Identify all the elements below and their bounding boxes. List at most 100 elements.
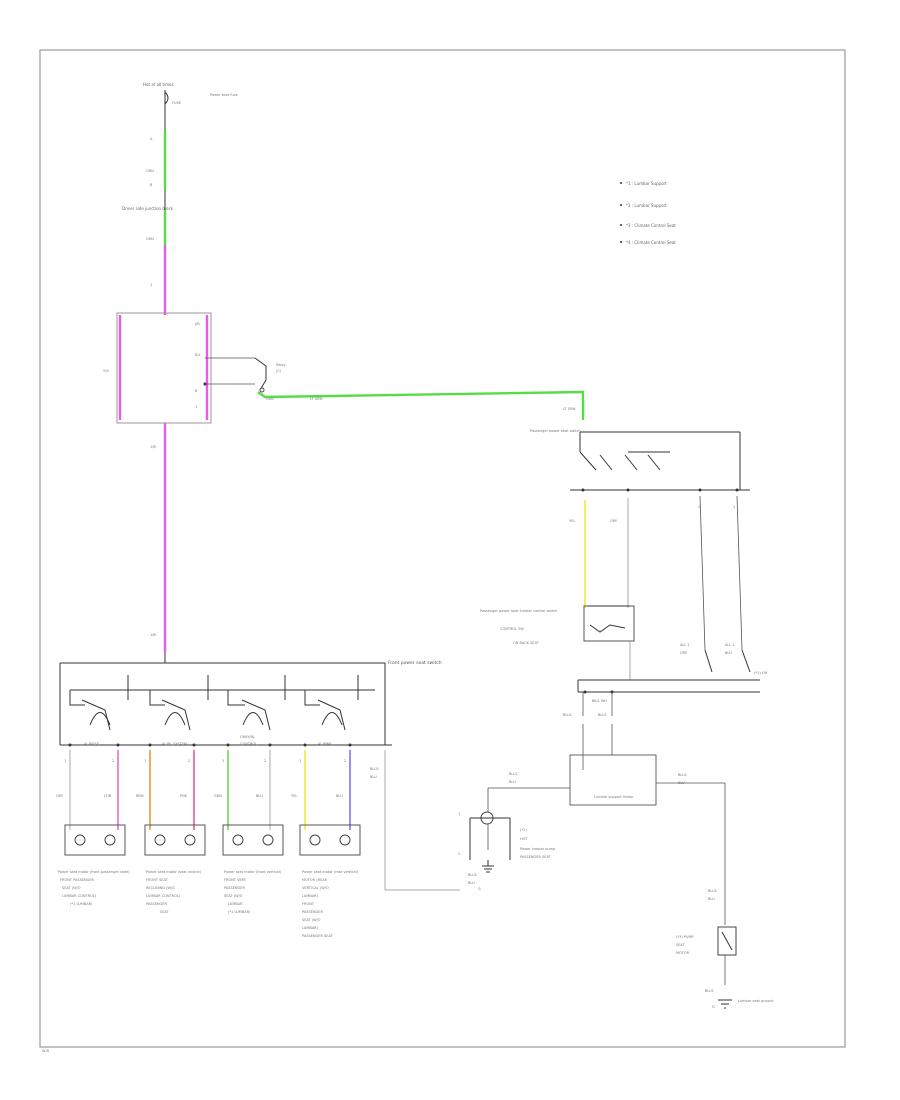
svg-text:GRY: GRY <box>680 651 688 655</box>
svg-text:PASSENGER: PASSENGER <box>146 902 167 906</box>
relay: Relay (C) GRN LT GRN <box>254 357 323 401</box>
svg-text:BLU1: BLU1 <box>468 873 477 877</box>
page-code: W/D <box>42 1049 50 1053</box>
svg-text:BLU: BLU <box>509 780 516 784</box>
svg-text:2: 2 <box>698 505 700 509</box>
legend: *1 : Lumbar Support *2 : Lumbar Support … <box>620 181 676 245</box>
svg-text:BLU1: BLU1 <box>563 713 572 717</box>
diagram-frame <box>39 49 846 1048</box>
svg-text:(*3) PUMP: (*3) PUMP <box>676 935 694 939</box>
svg-text:SEAT: SEAT <box>160 910 170 914</box>
svg-text:GRAY/BL: GRAY/BL <box>240 735 255 739</box>
svg-text:GRN: GRN <box>146 169 154 173</box>
svg-text:J/B: J/B <box>194 322 200 326</box>
svg-text:PASSENGER: PASSENGER <box>224 886 245 890</box>
svg-text:GRY: GRY <box>56 794 64 798</box>
svg-text:1: 1 <box>195 405 197 409</box>
ground-note: Lumbar seat ground <box>738 999 773 1003</box>
svg-text:ON BACK SEAT: ON BACK SEAT <box>513 641 540 645</box>
svg-text:1: 1 <box>222 759 224 763</box>
svg-text:1: 1 <box>150 283 152 287</box>
svg-text:BLU1: BLU1 <box>705 989 714 993</box>
lead-labels: GRY LT/B BRN PNK GRN BLU YEL BLU 1 2 1 2… <box>56 759 346 798</box>
svg-text:BLU: BLU <box>708 897 715 901</box>
svg-text:2: 2 <box>112 759 114 763</box>
svg-text:BLU1: BLU1 <box>509 772 518 776</box>
svg-text:PASSENGER SEAT: PASSENGER SEAT <box>302 934 334 938</box>
svg-text:2: 2 <box>188 759 190 763</box>
svg-text:(C): (C) <box>276 369 282 373</box>
svg-text:LT GRN: LT GRN <box>563 407 576 411</box>
svg-text:1/B: 1/B <box>150 445 156 449</box>
legend-item-2: *2 : Lumbar Support <box>626 203 667 208</box>
svg-text:PASSENGER: PASSENGER <box>302 910 323 914</box>
svg-text:(*2): (*2) <box>520 828 527 832</box>
svg-text:1: 1 <box>64 759 66 763</box>
svg-text:ALL 1: ALL 1 <box>680 643 690 647</box>
svg-text:BLU: BLU <box>336 794 343 798</box>
svg-text:B: B <box>195 389 198 393</box>
svg-text:BRN: BRN <box>136 794 144 798</box>
svg-text:VERTICAL (W/O: VERTICAL (W/O <box>302 886 329 890</box>
svg-text:2: 2 <box>458 852 460 856</box>
svg-text:Lumbar support motor: Lumbar support motor <box>594 795 634 799</box>
svg-text:YEL: YEL <box>569 519 575 523</box>
svg-text:LT GRN: LT GRN <box>310 397 323 401</box>
svg-text:AL/BL SYSTEM: AL/BL SYSTEM <box>162 742 187 746</box>
svg-text:PNK: PNK <box>180 794 188 798</box>
motor-1: Power seat motor (front passenger slide)… <box>58 824 130 906</box>
motor-4-label: Power seat motor (rear vertical) <box>302 870 359 874</box>
svg-text:FRONT: FRONT <box>302 902 315 906</box>
svg-text:GRN: GRN <box>146 237 154 241</box>
svg-text:LUMBAR CONTROL): LUMBAR CONTROL) <box>62 894 97 898</box>
lumbar-motor: Lumbar support motor BLU1 BLU BLU1 BLU <box>487 724 726 925</box>
legend-item-4: *4 : Climate Control Seat <box>626 240 676 245</box>
top-fuse-note: Power seat fuse <box>210 93 238 97</box>
svg-text:(*1) Off: (*1) Off <box>754 671 768 675</box>
pass-switch-label: Passenger power seat lumbar control swit… <box>480 609 558 613</box>
svg-text:BLU: BLU <box>256 794 263 798</box>
lumbar-pump: 1 2 (*2) HOT Power lumbar pump PASSENGER… <box>458 811 556 885</box>
svg-text:YEL: YEL <box>291 794 297 798</box>
lumbar-relay: ALL 1 ALL 1 GRY BLU (*1) Off BK/L WH BLU… <box>563 643 768 717</box>
svg-text:AL/ROSE: AL/ROSE <box>84 742 99 746</box>
left-ground: G <box>478 860 494 891</box>
svg-text:LUMBAR): LUMBAR) <box>302 894 319 898</box>
svg-text:1: 1 <box>299 759 301 763</box>
top-fuse-label: Hot at all times <box>143 82 174 87</box>
svg-text:BLU: BLU <box>370 775 377 779</box>
svg-text:BLU1: BLU1 <box>598 713 607 717</box>
svg-text:GRN: GRN <box>214 794 222 798</box>
motor-3-label: Power seat motor (front vertical) <box>224 870 282 874</box>
svg-text:B/L: B/L <box>195 353 201 357</box>
svg-text:1: 1 <box>144 759 146 763</box>
svg-text:(*1 LUMBAR): (*1 LUMBAR) <box>70 902 93 906</box>
front-switch: Front power seat switch AL/ROSE AL/BL SY… <box>59 652 442 747</box>
svg-text:HOT: HOT <box>520 837 528 841</box>
svg-text:LUMBAR): LUMBAR) <box>302 926 319 930</box>
svg-text:2: 2 <box>344 759 346 763</box>
svg-text:SEAT (W/O: SEAT (W/O <box>302 918 321 922</box>
motor-3: Power seat motor (front vertical) FRONT … <box>222 824 284 914</box>
wire-green-long <box>257 390 585 420</box>
svg-text:BLU: BLU <box>468 881 475 885</box>
svg-text:GRN: GRN <box>266 397 274 401</box>
svg-text:1: 1 <box>733 505 735 509</box>
legend-item-1: *1 : Lumbar Support <box>626 181 667 186</box>
svg-text:MOTOR (REAR: MOTOR (REAR <box>302 878 328 882</box>
junction-label: Driver side junction block <box>122 206 174 211</box>
motor-2-label: Power seat motor (seat recline) <box>146 870 202 874</box>
svg-text:(*1 LUMBAR): (*1 LUMBAR) <box>228 910 251 914</box>
svg-text:A: A <box>150 137 153 141</box>
svg-text:BLU1: BLU1 <box>708 889 717 893</box>
svg-text:1: 1 <box>458 812 460 816</box>
ground-1-label: G <box>712 1005 715 1009</box>
svg-text:Y/A: Y/A <box>103 369 109 373</box>
svg-text:2: 2 <box>264 759 266 763</box>
legend-item-3: *3 : Climate Control Seat <box>626 223 676 228</box>
svg-text:FRONT VERT: FRONT VERT <box>224 878 247 882</box>
svg-text:B: B <box>150 183 153 187</box>
svg-text:PASSENGER SEAT: PASSENGER SEAT <box>520 855 552 859</box>
svg-text:RECLINING (W/O: RECLINING (W/O <box>146 886 175 890</box>
motor-2: Power seat motor (seat recline) FRONT SE… <box>144 824 206 914</box>
